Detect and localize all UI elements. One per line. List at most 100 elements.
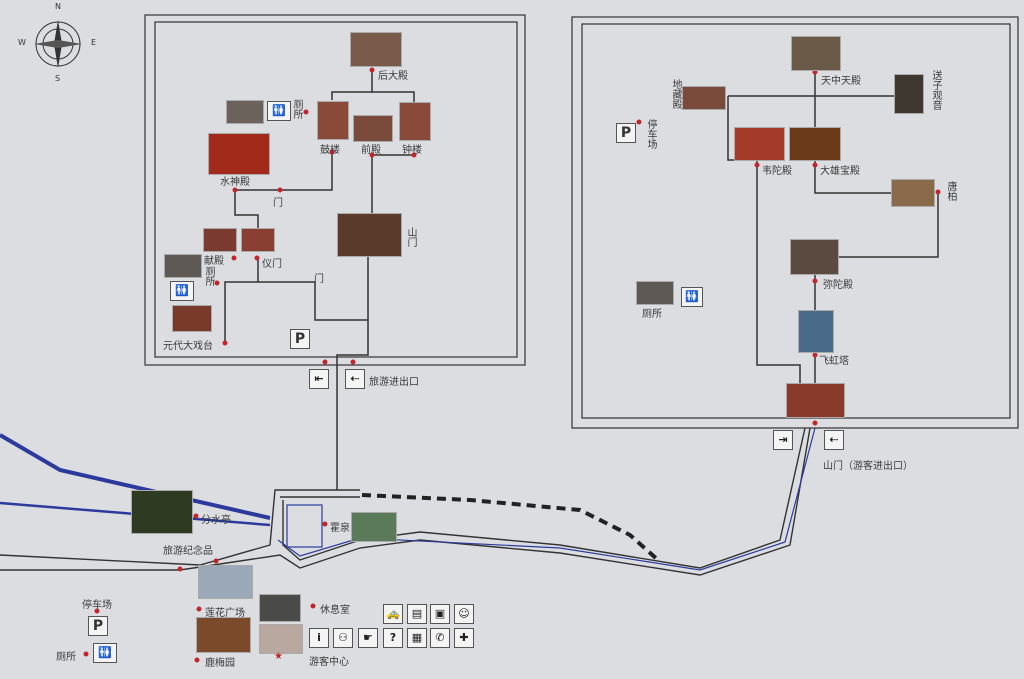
compass-n: N: [55, 2, 61, 11]
lockers-icon: ▦: [407, 628, 427, 648]
photo-toilet: [226, 100, 264, 124]
photo-shui-shen-dian: [208, 133, 270, 175]
photo-lu-mei-yuan: [196, 617, 251, 653]
first-aid-icon: ✚: [454, 628, 474, 648]
ticket-desk-icon: ▤: [407, 604, 427, 624]
photo-tang-bai: [891, 179, 935, 207]
star-marker-icon: ★: [274, 651, 283, 662]
tour-path: [277, 427, 816, 571]
photo-mi-tuo-dian: [790, 239, 839, 275]
reception-icon: ⚇: [333, 628, 353, 648]
right-site-outer-border: [571, 16, 1019, 429]
label-men-1: 门: [273, 198, 283, 209]
toilet-icon: 🚻: [267, 101, 291, 121]
label-shui-shen-dian: 水神殿: [220, 177, 250, 188]
photo-qian-dian: [353, 115, 393, 142]
toilet-icon-2: 🚻: [170, 281, 194, 301]
taxi-icon: 🚕: [383, 604, 403, 624]
compass-s: S: [55, 74, 61, 83]
compass-rose-icon: [30, 16, 86, 72]
photo-lian-hua-square: [198, 565, 253, 599]
photo-toilet-2: [164, 254, 202, 278]
river: [0, 433, 271, 520]
photo-tian-zhong-tian-dian: [791, 36, 841, 71]
photo-shan-men-right: [786, 383, 845, 418]
label-fen-shui-ting: 分水亭: [201, 515, 231, 526]
guide-icon: ☛: [358, 628, 378, 648]
label-toilet-right: 厕所: [642, 309, 662, 320]
photo-zhong-lou: [399, 102, 431, 141]
label-souvenirs: 旅游纪念品: [163, 546, 213, 557]
label-gu-lou: 鼓楼: [320, 145, 340, 156]
photo-song-zi-guan-yin: [894, 74, 924, 114]
label-lian-hua-square: 莲花广场: [205, 608, 245, 619]
photo-di-zang-dian: [682, 86, 726, 110]
label-shan-men-exit: 山门（游客进出口）: [823, 461, 913, 472]
parking-icon-right: P: [616, 123, 636, 143]
label-xian-dian: 献殿: [204, 256, 224, 267]
label-parking-right: 停车场: [645, 119, 656, 149]
right-site-inner-border: [581, 23, 1011, 419]
photo-da-xiong-bao-dian: [789, 127, 841, 161]
label-qian-dian: 前殿: [361, 145, 381, 156]
label-yuan-dai-da-xi-tai: 元代大戏台: [163, 341, 213, 352]
photo-shan-men: [337, 213, 402, 257]
info-icon: i: [309, 628, 329, 648]
exit-icon-right: ⇠: [824, 430, 844, 450]
label-rest-room: 休息室: [320, 605, 350, 616]
staff-icon: ☺: [454, 604, 474, 624]
parking-icon: P: [290, 329, 310, 349]
parking-icon-bottom: P: [88, 616, 108, 636]
label-visitor-center: 游客中心: [309, 657, 349, 668]
left-site-outer-border: [144, 14, 526, 366]
entrance-icon: ⇠: [345, 369, 365, 389]
photo-toilet-right: [636, 281, 674, 305]
left-site-inner-border: [154, 21, 518, 358]
phone-icon: ✆: [430, 628, 450, 648]
label-yi-men: 仪门: [262, 259, 282, 270]
photo-rest-room: [259, 594, 301, 622]
photo-huo-quan: [351, 512, 397, 542]
toilet-icon-bottom: 🚻: [93, 643, 117, 663]
label-mi-tuo-dian: 弥陀殿: [823, 280, 853, 291]
photo-fei-hong-ta: [798, 310, 834, 353]
luggage-icon: ▣: [430, 604, 450, 624]
label-toilet: 厕所: [291, 99, 302, 119]
photo-yuan-dai-da-xi-tai: [172, 305, 212, 332]
entrance-icon-right: ⇥: [773, 430, 793, 450]
exit-icon: ⇤: [309, 369, 329, 389]
photo-yi-men: [241, 228, 275, 252]
label-huo-quan: 霍泉: [330, 523, 350, 534]
label-da-xiong-bao-dian: 大雄宝殿: [820, 166, 860, 177]
photo-visitor-center: [259, 624, 303, 654]
label-lu-mei-yuan: 鹿梅园: [205, 658, 235, 669]
square-area: [286, 504, 323, 548]
label-fei-hong-ta: 飞虹塔: [819, 356, 849, 367]
poi-dots: [83, 67, 941, 663]
label-tang-bai: 唐柏: [945, 181, 956, 201]
label-song-zi-guan-yin: 送子观音: [930, 70, 941, 110]
compass-w: W: [18, 38, 26, 47]
label-wei-tuo-dian: 韦陀殿: [762, 166, 792, 177]
compass-e: E: [91, 38, 97, 47]
label-shan-men: 山门: [405, 227, 416, 247]
help-icon: ?: [383, 628, 403, 648]
label-tian-zhong-tian-dian: 天中天殿: [821, 76, 861, 87]
label-tour-entrance-exit: 旅游进出口: [369, 377, 419, 388]
main-road: [0, 427, 811, 576]
label-zhong-lou: 钟楼: [402, 145, 422, 156]
label-hou-da-dian: 后大殿: [378, 71, 408, 82]
photo-xian-dian: [203, 228, 237, 252]
photo-wei-tuo-dian: [734, 127, 785, 161]
toilet-icon-right: 🚻: [681, 287, 703, 307]
label-parking-bottom: 停车场: [82, 600, 112, 611]
label-toilet-2: 厕所: [203, 266, 214, 286]
label-toilet-bottom: 厕所: [56, 652, 76, 663]
label-di-zang-dian: 地藏殿: [670, 79, 681, 109]
photo-gu-lou: [317, 101, 349, 140]
right-route: [727, 70, 939, 383]
label-men-2: 门: [314, 274, 324, 285]
photo-fen-shui-ting: [131, 490, 193, 534]
